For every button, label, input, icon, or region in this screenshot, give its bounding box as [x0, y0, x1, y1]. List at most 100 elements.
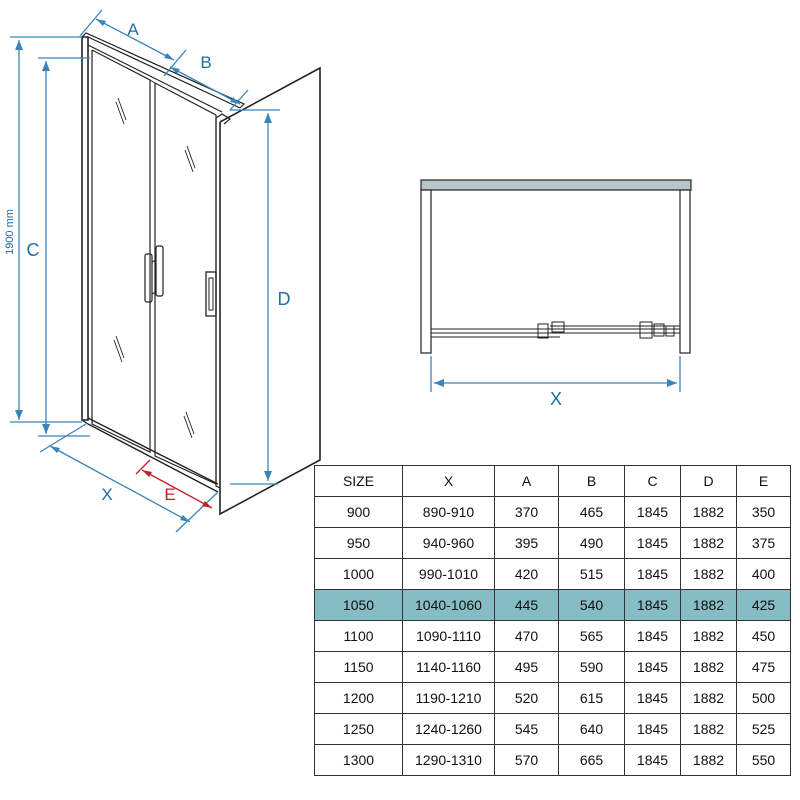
table-cell: 570: [494, 744, 559, 776]
table-cell: 395: [494, 527, 559, 559]
label-c: C: [27, 240, 40, 260]
table-cell: 640: [558, 713, 625, 745]
table-header-cell: D: [680, 465, 737, 497]
table-cell: 1050: [314, 589, 403, 621]
dimension-e: E: [135, 459, 213, 509]
sliding-track: [431, 321, 680, 339]
table-cell: 500: [736, 682, 791, 714]
table-cell: 1882: [680, 496, 737, 528]
table-cell: 1882: [680, 527, 737, 559]
table-cell: 615: [558, 682, 625, 714]
label-e: E: [164, 485, 175, 504]
perspective-view: A B 1900 mm C: [4, 9, 321, 533]
table-header-cell: E: [736, 465, 791, 497]
table-header-cell: SIZE: [314, 465, 403, 497]
dimension-c: C: [27, 57, 90, 437]
table-cell: 400: [736, 558, 791, 590]
table-cell: 1882: [680, 589, 737, 621]
table-cell: 350: [736, 496, 791, 528]
side-wall-left: [420, 189, 432, 354]
label-x-perspective: X: [101, 485, 112, 504]
table-cell: 1090-1110: [402, 620, 495, 652]
dimension-x-plan: X: [430, 356, 681, 409]
table-cell: 475: [736, 651, 791, 683]
table-cell: 495: [494, 651, 559, 683]
table-cell: 550: [736, 744, 791, 776]
label-d: D: [278, 289, 291, 309]
table-cell: 375: [736, 527, 791, 559]
table-cell: 1150: [314, 651, 403, 683]
table-cell: 525: [736, 713, 791, 745]
table-cell: 890-910: [402, 496, 495, 528]
table-cell: 425: [736, 589, 791, 621]
table-cell: 1882: [680, 682, 737, 714]
table-cell: 1845: [624, 651, 681, 683]
label-b: B: [200, 53, 211, 72]
table-cell: 950: [314, 527, 403, 559]
table-header-cell: A: [494, 465, 559, 497]
side-wall-right: [679, 189, 691, 354]
dimension-b: B: [169, 53, 249, 111]
table-cell: 565: [558, 620, 625, 652]
table-cell: 1882: [680, 713, 737, 745]
table-cell: 900: [314, 496, 403, 528]
table-cell: 370: [494, 496, 559, 528]
table-cell: 1300: [314, 744, 403, 776]
label-a: A: [127, 20, 139, 39]
table-cell: 465: [558, 496, 625, 528]
table-cell: 1200: [314, 682, 403, 714]
table-cell: 1100: [314, 620, 403, 652]
label-height: 1900 mm: [4, 209, 16, 255]
door-panel-left: [91, 49, 151, 453]
table-cell: 590: [558, 651, 625, 683]
table-cell: 520: [494, 682, 559, 714]
table-cell: 1845: [624, 558, 681, 590]
table-cell: 490: [558, 527, 625, 559]
plan-view: X: [420, 179, 692, 409]
table-cell: 1882: [680, 651, 737, 683]
table-cell: 940-960: [402, 527, 495, 559]
table-cell: 990-1010: [402, 558, 495, 590]
table-cell: 445: [494, 589, 559, 621]
table-cell: 1290-1310: [402, 744, 495, 776]
table-header-cell: X: [402, 465, 495, 497]
table-cell: 1882: [680, 620, 737, 652]
table-cell: 1190-1210: [402, 682, 495, 714]
table-cell: 1845: [624, 682, 681, 714]
table-cell: 540: [558, 589, 625, 621]
table-cell: 1882: [680, 744, 737, 776]
table-cell: 1040-1060: [402, 589, 495, 621]
table-cell: 420: [494, 558, 559, 590]
table-cell: 1845: [624, 713, 681, 745]
table-cell: 1845: [624, 744, 681, 776]
table-cell: 545: [494, 713, 559, 745]
table-cell: 1845: [624, 620, 681, 652]
top-rail: [420, 179, 692, 191]
door-frame: [81, 32, 246, 493]
table-cell: 450: [736, 620, 791, 652]
table-cell: 470: [494, 620, 559, 652]
label-x-plan: X: [550, 389, 562, 409]
table-cell: 1140-1160: [402, 651, 495, 683]
table-header-cell: C: [624, 465, 681, 497]
dimension-x-perspective: X: [39, 423, 219, 533]
dimension-d: D: [230, 109, 291, 485]
table-cell: 1845: [624, 496, 681, 528]
table-header-cell: B: [558, 465, 625, 497]
door-handle: [144, 245, 164, 303]
table-cell: 515: [558, 558, 625, 590]
table-cell: 1250: [314, 713, 403, 745]
dimension-height: 1900 mm: [4, 36, 82, 423]
